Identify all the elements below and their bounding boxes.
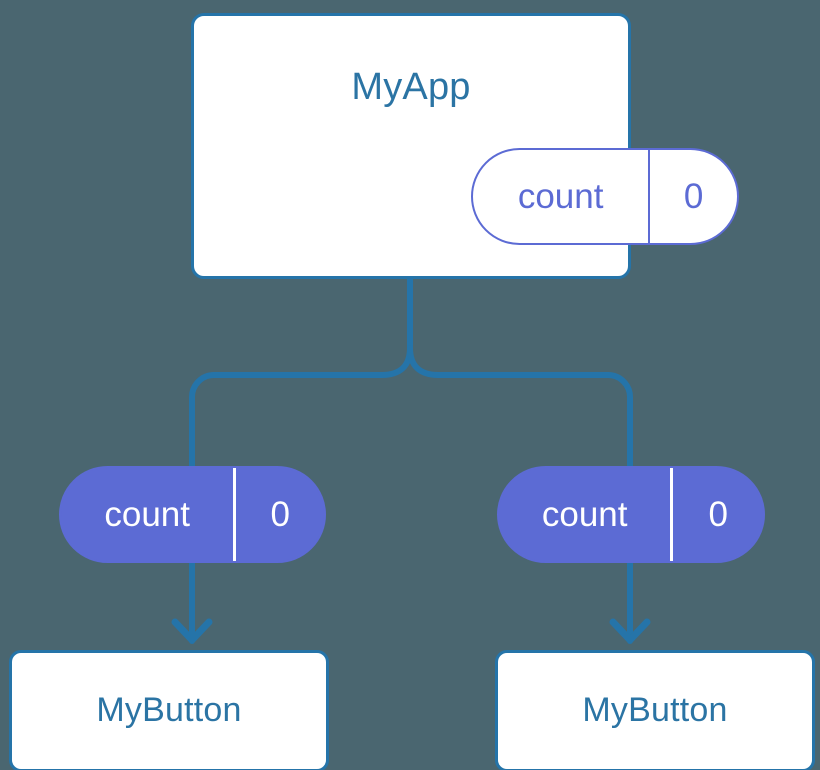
- left-state-pill[interactable]: count 0: [59, 466, 326, 563]
- left-state-key: count: [104, 495, 190, 534]
- right-leaf-component-card[interactable]: MyButton: [495, 650, 815, 770]
- left-arrowhead: [171, 618, 213, 644]
- right-state-key: count: [541, 495, 628, 534]
- right-leaf-title: MyButton: [582, 691, 728, 729]
- right-branch-connector: [407, 345, 633, 469]
- root-component-card[interactable]: MyApp count 0: [191, 13, 739, 279]
- root-state-key: count: [517, 177, 604, 216]
- root-component-title: MyApp: [351, 66, 471, 108]
- left-branch-connector: [189, 345, 413, 469]
- root-state-pill[interactable]: count 0: [471, 148, 739, 245]
- root-state-value: 0: [648, 150, 737, 243]
- right-arrowhead: [609, 618, 651, 644]
- right-state-pill[interactable]: count 0: [497, 466, 765, 563]
- left-leaf-component-card[interactable]: MyButton: [9, 650, 329, 770]
- left-leaf-title: MyButton: [96, 691, 242, 729]
- right-state-value: 0: [670, 468, 763, 561]
- left-state-value: 0: [233, 468, 324, 561]
